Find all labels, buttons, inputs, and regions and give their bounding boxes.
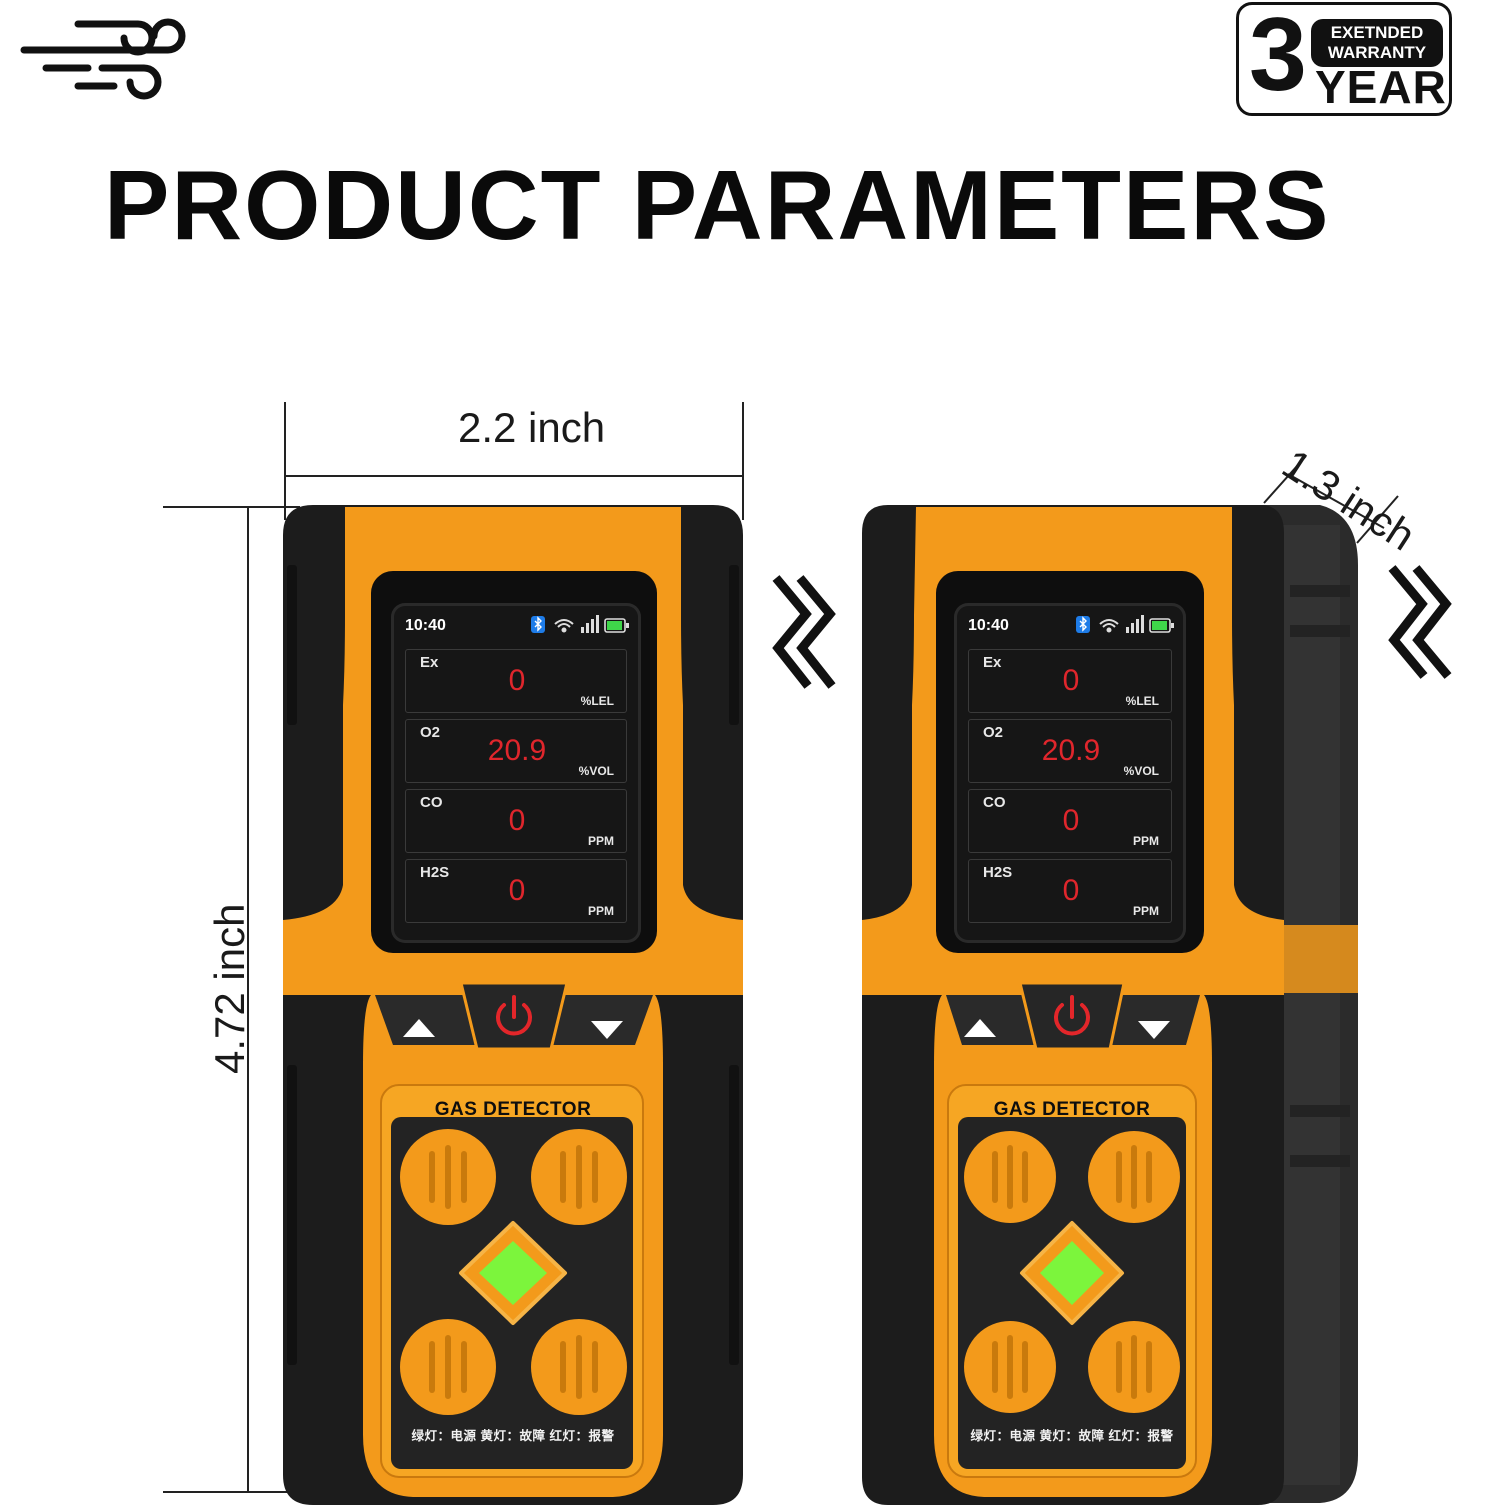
gas-unit: %LEL [580,694,614,708]
gas-detector-front: 10:40 Ex 0 %LEL O2 20.9 %VOL CO 0 [283,505,743,1505]
gas-value: 20.9 [487,734,547,767]
down-arrow-icon [591,1021,623,1039]
gas-unit: PPM [587,834,614,848]
gas-name: H2S [420,864,450,881]
reading-co: CO 0 PPM [968,789,1172,853]
clock-time: 10:40 [405,617,446,634]
gas-detector-angled: 10:40 Ex 0 %LEL O2 20.9 %VOL CO 0 PPM H2… [860,505,1360,1505]
gas-name: O2 [983,724,1004,741]
gas-value: 0 [508,664,526,697]
reading-h2s: H2S 0 PPM [405,859,627,923]
led-legend: 绿灯：电源 黄灯：故障 红灯：报警 [411,1429,615,1443]
gas-name: Ex [983,654,1002,671]
battery-icon [604,618,626,633]
reading-co: CO 0 PPM [405,789,627,853]
wind-lines-icon [20,18,186,100]
gas-unit: PPM [1132,904,1159,918]
status-icons [531,615,629,633]
gas-value: 0 [508,874,526,907]
vibration-right-icon [1388,565,1428,679]
gas-unit: %VOL [1123,764,1159,778]
gas-value: 0 [1062,874,1080,907]
gas-value: 0 [1062,664,1080,697]
gas-name: H2S [983,864,1013,881]
dimension-height-label: 4.72 inch [206,903,253,1074]
warranty-pill: EXETNDED WARRANTY [1311,19,1443,67]
status-led-green [479,1241,547,1305]
reading-o2: O2 20.9 %VOL [968,719,1172,783]
lcd-screen-angled: 10:40 Ex 0 %LEL O2 20.9 %VOL CO 0 PPM H2… [954,603,1186,943]
reading-ex: Ex 0 %LEL [968,649,1172,713]
warranty-badge: 3 EXETNDED WARRANTY YEAR [1236,0,1452,116]
status-icons [1076,615,1174,633]
panel-title: GAS DETECTOR [434,1099,592,1120]
gas-name: CO [420,794,443,811]
led-legend: 绿灯：电源 黄灯：故障 红灯：报警 [970,1429,1174,1443]
gas-unit: PPM [587,904,614,918]
reading-o2: O2 20.9 %VOL [405,719,627,783]
page-title: PRODUCT PARAMETERS [104,150,1331,260]
gas-value: 0 [508,804,526,837]
gas-unit: %VOL [578,764,614,778]
gas-unit: PPM [1132,834,1159,848]
signal-icon [581,615,599,633]
warranty-line1: EXETNDED [1330,23,1424,42]
warranty-year: YEAR [1315,61,1447,113]
gas-name: Ex [420,654,439,671]
vibration-left-icon [772,575,812,689]
gas-value: 0 [1062,804,1080,837]
gas-name: CO [983,794,1006,811]
warranty-number: 3 [1249,0,1307,113]
panel-title: GAS DETECTOR [993,1099,1151,1120]
dimension-width-label: 2.2 inch [458,404,606,451]
wifi-icon [554,619,574,633]
gas-name: O2 [420,724,441,741]
lcd-screen: 10:40 Ex 0 %LEL O2 20.9 %VOL CO 0 [391,603,641,943]
power-icon [496,995,532,1036]
clock-time: 10:40 [968,617,1009,634]
gas-value: 20.9 [1041,734,1101,767]
reading-ex: Ex 0 %LEL [405,649,627,713]
gas-unit: %LEL [1125,694,1159,708]
reading-h2s: H2S 0 PPM [968,859,1172,923]
warranty-line2: WARRANTY [1327,43,1427,62]
up-arrow-icon [403,1019,435,1037]
